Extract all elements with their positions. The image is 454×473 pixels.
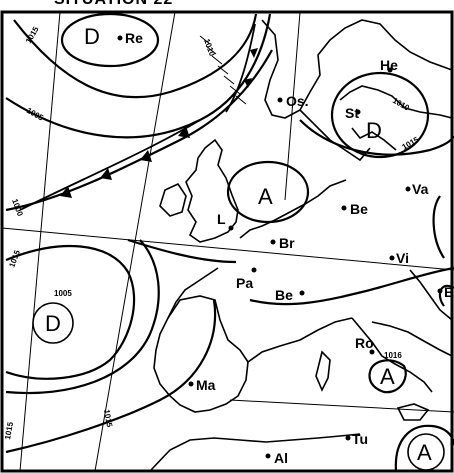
- city-label-br: Br: [279, 235, 295, 251]
- city-label-re: Re: [125, 30, 143, 46]
- high-circle-southeast: [407, 433, 445, 471]
- city-label-tu: Tu: [352, 431, 368, 447]
- city-label-st: St: [345, 105, 359, 121]
- city-label-b: B: [444, 284, 454, 300]
- city-dots: [117, 35, 443, 459]
- isobar-label-6: 1005: [54, 289, 72, 298]
- city-label-ma: Ma: [196, 377, 216, 393]
- isobar-label-1: 1015: [24, 25, 41, 45]
- city-label-he: He: [380, 57, 398, 73]
- high-centre-southeast: A: [417, 440, 432, 465]
- isobar-label-10: 1015: [102, 409, 114, 429]
- low-centre-southwest: D: [45, 311, 61, 336]
- city-label-be-south: Be: [275, 287, 293, 303]
- city-label-va: Va: [412, 181, 429, 197]
- precip-hatching: [199, 35, 247, 105]
- map-border: [0, 10, 454, 473]
- city-label-be-north: Be: [350, 201, 368, 217]
- city-label-vi: Vi: [396, 250, 409, 266]
- low-centre-northwest: D: [84, 24, 100, 49]
- map-title: SITUATION 22: [54, 0, 173, 9]
- city-label-l: L: [217, 211, 226, 227]
- isobar-label-11: 1016: [384, 351, 402, 360]
- city-label-al: Al: [274, 450, 288, 466]
- isobar-label-8: 1015: [401, 135, 421, 152]
- low-centre-scandinavia: D: [366, 118, 382, 143]
- coastlines: [149, 19, 453, 472]
- high-centre-italy: A: [380, 364, 395, 389]
- city-label-pa: Pa: [236, 275, 253, 291]
- isobar-label-3: 1005: [25, 106, 45, 123]
- isobar-label-5: 1015: [7, 248, 22, 268]
- city-label-ro: Ro: [355, 335, 374, 351]
- isobar-label-7: 1010: [391, 96, 411, 113]
- high-centre-north-sea: A: [258, 184, 273, 209]
- fronts: [19, 23, 256, 211]
- isobar-label-9: 1015: [3, 421, 15, 441]
- low-circle-southwest: [32, 302, 74, 344]
- isobar-label-2: 1010: [202, 38, 217, 58]
- isobars: [5, 12, 454, 472]
- city-label-os: Os.: [286, 93, 309, 109]
- map-title-strip: SITUATION 22: [0, 0, 454, 12]
- front-symbols: [60, 48, 258, 198]
